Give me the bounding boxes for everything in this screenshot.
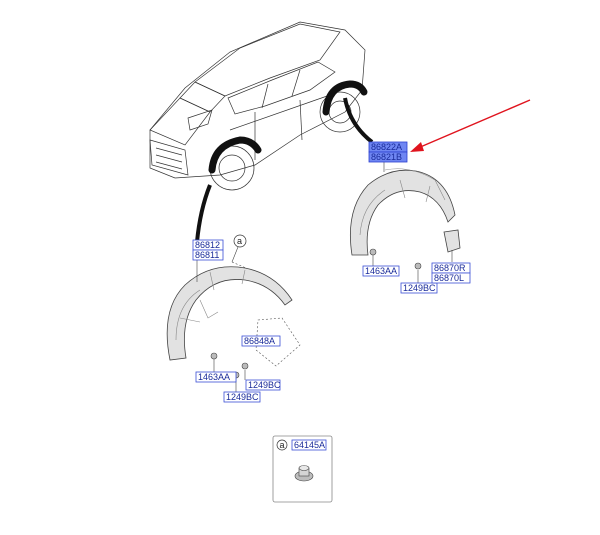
front-wheel-liner <box>166 266 293 361</box>
svg-text:1249BC: 1249BC <box>403 283 436 293</box>
label-86822A[interactable]: 86822A <box>368 141 408 153</box>
svg-text:86811: 86811 <box>195 250 219 260</box>
detail-box-a: a 64145A <box>272 435 333 503</box>
label-rear-1463AA[interactable]: 1463AA <box>362 265 400 277</box>
svg-text:1249BC: 1249BC <box>248 380 281 390</box>
label-86812[interactable]: 86812 <box>192 239 224 251</box>
clip-fastener-icon <box>294 465 314 482</box>
callout-a-front: a <box>233 234 247 248</box>
rear-wheel-liner <box>349 168 461 256</box>
svg-text:1463AA: 1463AA <box>365 266 397 276</box>
svg-text:86848A: 86848A <box>244 336 275 346</box>
callout-a-detail: a <box>276 439 288 451</box>
label-86821B[interactable]: 86821B <box>368 151 408 163</box>
label-front-1249BC-1[interactable]: 1249BC <box>245 379 281 391</box>
label-rear-1249BC[interactable]: 1249BC <box>400 282 438 294</box>
svg-text:86812: 86812 <box>195 240 220 250</box>
label-front-1249BC-2[interactable]: 1249BC <box>223 391 261 403</box>
svg-text:86821B: 86821B <box>371 152 402 162</box>
svg-text:86822A: 86822A <box>371 142 402 152</box>
svg-text:a: a <box>280 440 285 450</box>
svg-text:64145A: 64145A <box>294 440 325 450</box>
label-86870L[interactable]: 86870L <box>431 272 471 284</box>
label-64145A[interactable]: 64145A <box>291 439 327 451</box>
svg-text:1463AA: 1463AA <box>198 372 230 382</box>
label-86870R[interactable]: 86870R <box>431 262 471 274</box>
svg-text:a: a <box>237 236 242 246</box>
front-arch-leader <box>195 184 212 243</box>
label-86811[interactable]: 86811 <box>192 249 224 261</box>
svg-text:86870R: 86870R <box>434 263 466 273</box>
label-86848A[interactable]: 86848A <box>241 335 281 347</box>
rear-arch-leader <box>343 97 374 144</box>
svg-text:86870L: 86870L <box>434 273 464 283</box>
label-front-1463AA[interactable]: 1463AA <box>195 371 237 383</box>
svg-text:1249BC: 1249BC <box>226 392 259 402</box>
vehicle-illustration <box>149 21 368 191</box>
highlight-arrow <box>410 99 531 152</box>
